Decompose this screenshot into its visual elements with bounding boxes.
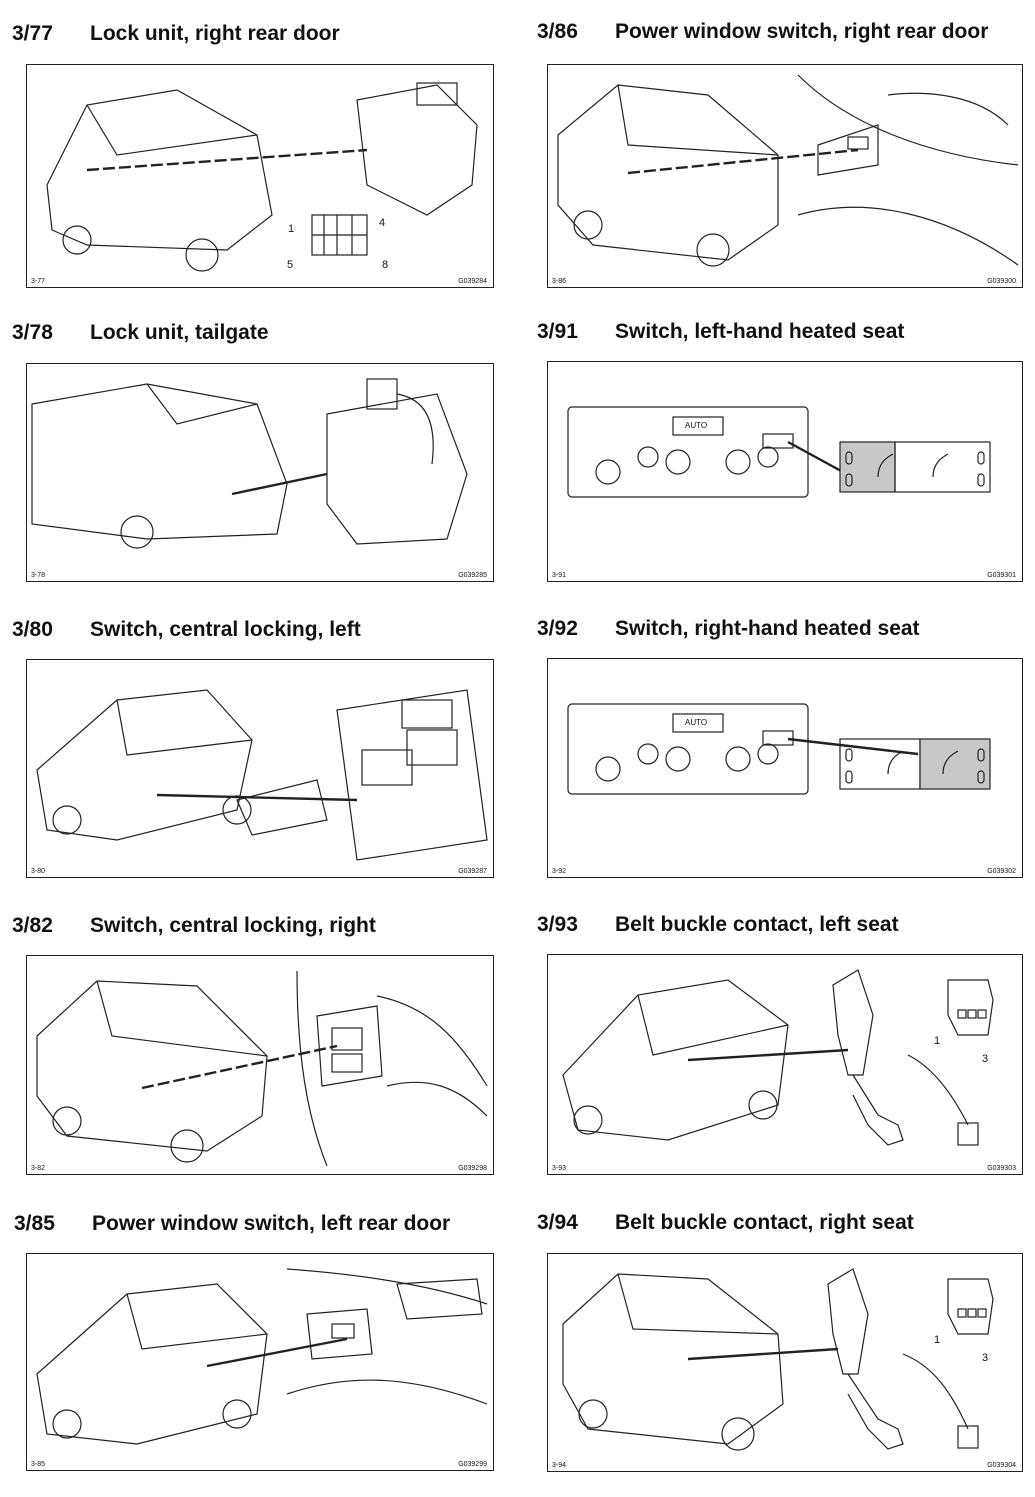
pin-label: 8 xyxy=(382,259,389,271)
pin-label: 3 xyxy=(982,1053,989,1065)
figure-number: 3/92 xyxy=(537,617,578,640)
figure-title: Switch, central locking, right xyxy=(90,914,376,937)
figure-reference-code: G039301 xyxy=(987,572,1016,579)
figure-heading-3-77: 3/77 Lock unit, right rear door xyxy=(12,22,340,46)
car-tailgate-lock-drawing xyxy=(31,378,468,549)
figure-title: Lock unit, tailgate xyxy=(90,321,269,344)
figure-number: 3/80 xyxy=(12,618,53,641)
belt-buckle-right-drawing xyxy=(562,1268,994,1451)
figure-heading-3-78: 3/78 Lock unit, tailgate xyxy=(12,321,269,345)
pin-label: 1 xyxy=(288,223,295,235)
figure-3-91-illustration: AUTO 3-91 G039301 xyxy=(547,361,1023,582)
pin-label: 3 xyxy=(982,1352,989,1364)
figure-number: 3/93 xyxy=(537,913,578,936)
figure-number: 3/91 xyxy=(537,320,578,343)
figure-number: 3/94 xyxy=(537,1211,578,1234)
figure-caption-code: 3-92 xyxy=(552,868,567,875)
figure-number: 3/78 xyxy=(12,321,53,344)
figure-number: 3/86 xyxy=(537,20,578,43)
figure-heading-3-86: 3/86 Power window switch, right rear door xyxy=(537,20,988,44)
figure-reference-code: G039287 xyxy=(458,868,487,875)
figure-caption-code: 3-93 xyxy=(552,1165,567,1172)
figure-caption-code: 3-86 xyxy=(552,278,567,285)
figure-3-82-illustration: 3-82 G039298 xyxy=(26,955,494,1175)
figure-caption-code: 3-77 xyxy=(31,278,46,285)
figure-3-77-illustration: 1 4 5 8 3-77 G039284 xyxy=(26,64,494,288)
figure-heading-3-82: 3/82 Switch, central locking, right xyxy=(12,914,376,938)
panel-label: AUTO xyxy=(685,718,708,727)
figure-reference-code: G039302 xyxy=(987,868,1016,875)
figure-3-94-illustration: 1 3 3-94 G039304 xyxy=(547,1253,1023,1472)
figure-number: 3/82 xyxy=(12,914,53,937)
figure-3-92-illustration: AUTO 3-92 G039302 xyxy=(547,658,1023,878)
pin-label: 1 xyxy=(934,1334,941,1346)
figure-caption-code: 3-94 xyxy=(552,1462,567,1469)
figure-title: Switch, central locking, left xyxy=(90,618,361,641)
figure-title: Switch, left-hand heated seat xyxy=(615,320,905,343)
figure-reference-code: G039298 xyxy=(458,1165,487,1172)
power-window-switch-left-drawing xyxy=(36,1268,488,1445)
figure-heading-3-93: 3/93 Belt buckle contact, left seat xyxy=(537,913,899,937)
figure-reference-code: G039284 xyxy=(458,278,487,285)
figure-heading-3-85: 3/85 Power window switch, left rear door xyxy=(14,1212,450,1236)
figure-caption-code: 3-91 xyxy=(552,572,567,579)
figure-title: Switch, right-hand heated seat xyxy=(615,617,920,640)
central-locking-switch-right-drawing xyxy=(36,970,488,1167)
panel-label: AUTO xyxy=(685,421,708,430)
figure-caption-code: 3-80 xyxy=(31,868,46,875)
figure-3-86-illustration: 3-86 G039300 xyxy=(547,64,1023,288)
figure-3-93-illustration: 1 3 3-93 G039303 xyxy=(547,954,1023,1175)
car-lock-unit-drawing xyxy=(46,82,478,272)
figure-title: Power window switch, right rear door xyxy=(615,20,989,43)
figure-heading-3-80: 3/80 Switch, central locking, left xyxy=(12,618,361,642)
figure-title: Belt buckle contact, right seat xyxy=(615,1211,914,1234)
car-window-switch-drawing xyxy=(557,74,1019,267)
climate-panel-heated-seat-drawing xyxy=(567,703,991,795)
figure-reference-code: G039303 xyxy=(987,1165,1016,1172)
figure-reference-code: G039285 xyxy=(458,572,487,579)
figure-caption-code: 3-85 xyxy=(31,1461,46,1468)
figure-reference-code: G039304 xyxy=(987,1462,1016,1469)
pin-label: 5 xyxy=(287,259,294,271)
figure-reference-code: G039300 xyxy=(987,278,1016,285)
figure-number: 3/85 xyxy=(14,1212,55,1235)
pin-label: 4 xyxy=(379,217,386,229)
figure-number: 3/77 xyxy=(12,22,53,45)
figure-3-78-illustration: 3-78 G039285 xyxy=(26,363,494,582)
figure-title: Power window switch, left rear door xyxy=(92,1212,451,1235)
figure-reference-code: G039299 xyxy=(458,1461,487,1468)
belt-buckle-left-drawing xyxy=(562,969,994,1146)
figure-3-85-illustration: 3-85 G039299 xyxy=(26,1253,494,1471)
figure-caption-code: 3-78 xyxy=(31,572,46,579)
figure-3-80-illustration: 3-80 G039287 xyxy=(26,659,494,878)
figure-caption-code: 3-82 xyxy=(31,1165,46,1172)
figure-title: Belt buckle contact, left seat xyxy=(615,913,899,936)
figure-title: Lock unit, right rear door xyxy=(90,22,340,45)
figure-heading-3-91: 3/91 Switch, left-hand heated seat xyxy=(537,320,904,344)
pin-label: 1 xyxy=(934,1035,941,1047)
central-locking-switch-left-drawing xyxy=(36,689,488,861)
climate-panel-heated-seat-drawing xyxy=(567,406,991,498)
figure-heading-3-94: 3/94 Belt buckle contact, right seat xyxy=(537,1211,914,1235)
figure-heading-3-92: 3/92 Switch, right-hand heated seat xyxy=(537,617,920,641)
